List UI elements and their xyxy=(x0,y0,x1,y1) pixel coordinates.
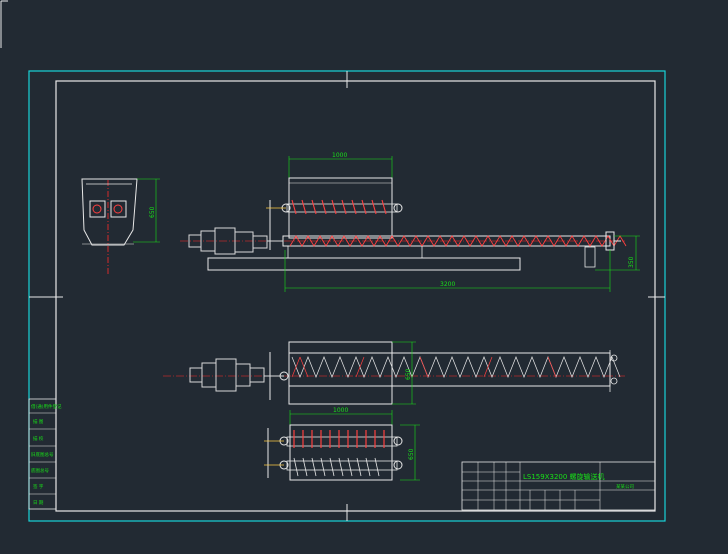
front-upper-screw xyxy=(286,203,398,213)
plan-drive-motor xyxy=(189,358,284,392)
hopper-plan-detail[interactable]: 1000 650 xyxy=(264,407,420,481)
title-block: LS159X3200 螺旋输送机 某某公司 xyxy=(461,461,656,511)
centering-marks xyxy=(29,71,665,521)
dim-end-height: 350 xyxy=(628,256,635,268)
detail-lower-flights xyxy=(293,457,380,477)
side-registration-table: 借(通)用件登记 描 图 描 校 旧底图总号 底图总号 签 字 日 期 xyxy=(28,398,62,510)
dim-hopper-height: 650 xyxy=(149,206,156,218)
side-label-0: 借(通)用件登记 xyxy=(31,403,62,410)
plan-hopper-box xyxy=(288,341,393,405)
front-hopper-box xyxy=(288,177,393,239)
side-label-2: 描 校 xyxy=(33,435,44,442)
dim-hopper-plan-height: 650 xyxy=(408,448,415,460)
dim-hopper-plan-width: 1000 xyxy=(333,407,348,414)
inner-frame xyxy=(55,80,656,512)
corner-tick xyxy=(0,0,8,48)
dim-total-length: 3200 xyxy=(440,281,455,288)
front-drive-motor xyxy=(188,227,283,255)
dim-plan-width: 650 xyxy=(405,368,412,380)
side-label-5: 签 字 xyxy=(33,483,44,490)
side-label-6: 日 期 xyxy=(33,500,44,506)
outer-frame xyxy=(28,70,666,522)
detail-upper-flights xyxy=(293,430,385,448)
front-upper-flights xyxy=(291,199,387,215)
side-label-3: 旧底图总号 xyxy=(31,451,54,458)
side-label-4: 底图总号 xyxy=(31,467,49,474)
plan-flights xyxy=(291,356,621,378)
screw-end-left xyxy=(89,200,106,218)
plan-trough xyxy=(288,352,611,387)
company-name: 某某公司 xyxy=(616,484,634,490)
end-view[interactable]: 650 xyxy=(81,178,160,275)
side-label-1: 描 图 xyxy=(33,418,44,425)
dim-hopper-top-width: 1000 xyxy=(332,152,347,159)
front-base-frame xyxy=(207,257,521,271)
plan-view[interactable]: 650 xyxy=(163,341,625,405)
front-main-flights xyxy=(289,235,627,247)
screw-end-right xyxy=(110,200,127,218)
detail-hopper-box xyxy=(289,424,393,481)
front-view[interactable]: 1000 xyxy=(180,152,640,292)
drawing-title: LS159X3200 螺旋输送机 xyxy=(523,472,605,481)
